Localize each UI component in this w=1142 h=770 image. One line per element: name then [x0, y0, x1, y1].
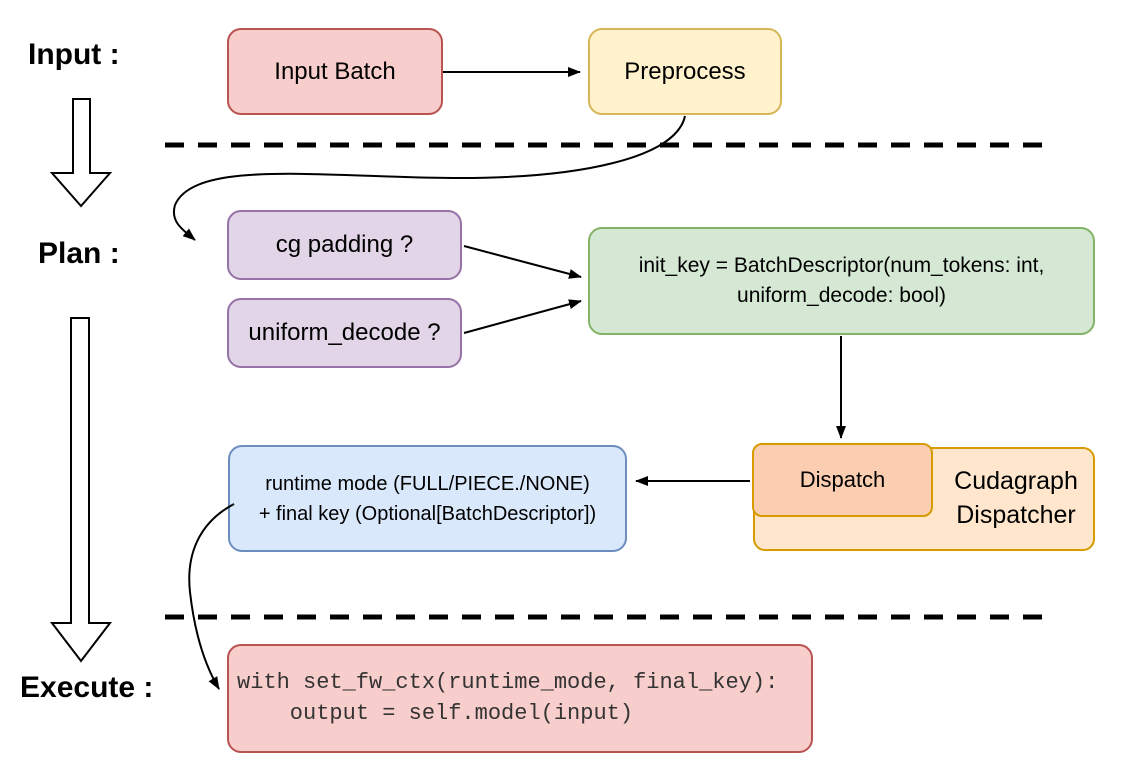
- runtime-mode-node: runtime mode (FULL/PIECE./NONE) + final …: [228, 445, 627, 552]
- execute-code-line1: with set_fw_ctx(runtime_mode, final_key)…: [237, 670, 779, 696]
- dispatch-node: Dispatch: [752, 443, 933, 517]
- input-batch-node: Input Batch: [227, 28, 443, 115]
- cg-padding-label: cg padding ?: [275, 231, 414, 259]
- execute-code-line2: output = self.model(input): [237, 700, 634, 726]
- stage-label-plan: Plan :: [38, 237, 120, 270]
- runtime-mode-line1: runtime mode (FULL/PIECE./NONE): [265, 472, 590, 495]
- cg-padding-node: cg padding ?: [227, 210, 462, 280]
- uniform-decode-label: uniform_decode ?: [248, 319, 441, 347]
- execute-code-node: with set_fw_ctx(runtime_mode, final_key)…: [227, 644, 813, 753]
- connector-cg-padding-to-init-key: [463, 245, 582, 279]
- stage-label-input: Input :: [28, 38, 120, 71]
- cudagraph-dispatcher-label: Cudagraph Dispatcher: [954, 467, 1078, 529]
- runtime-mode-line2: + final key (Optional[BatchDescriptor]): [258, 502, 597, 525]
- init-key-node: init_key = BatchDescriptor(num_tokens: i…: [588, 227, 1095, 335]
- dispatch-label: Dispatch: [799, 466, 886, 492]
- init-key-line1: init_key = BatchDescriptor(num_tokens: i…: [638, 253, 1045, 277]
- init-key-line2: uniform_decode: bool): [737, 284, 946, 307]
- uniform-decode-node: uniform_decode ?: [227, 298, 462, 368]
- stage-label-execute: Execute :: [20, 671, 154, 704]
- connector-uniform-decode-to-init-key: [463, 299, 582, 334]
- input-batch-label: Input Batch: [274, 57, 396, 85]
- preprocess-label: Preprocess: [624, 57, 746, 85]
- input-to-plan-down-arrow-icon: [49, 98, 113, 208]
- preprocess-node: Preprocess: [588, 28, 782, 115]
- plan-to-execute-down-arrow-icon: [49, 317, 113, 663]
